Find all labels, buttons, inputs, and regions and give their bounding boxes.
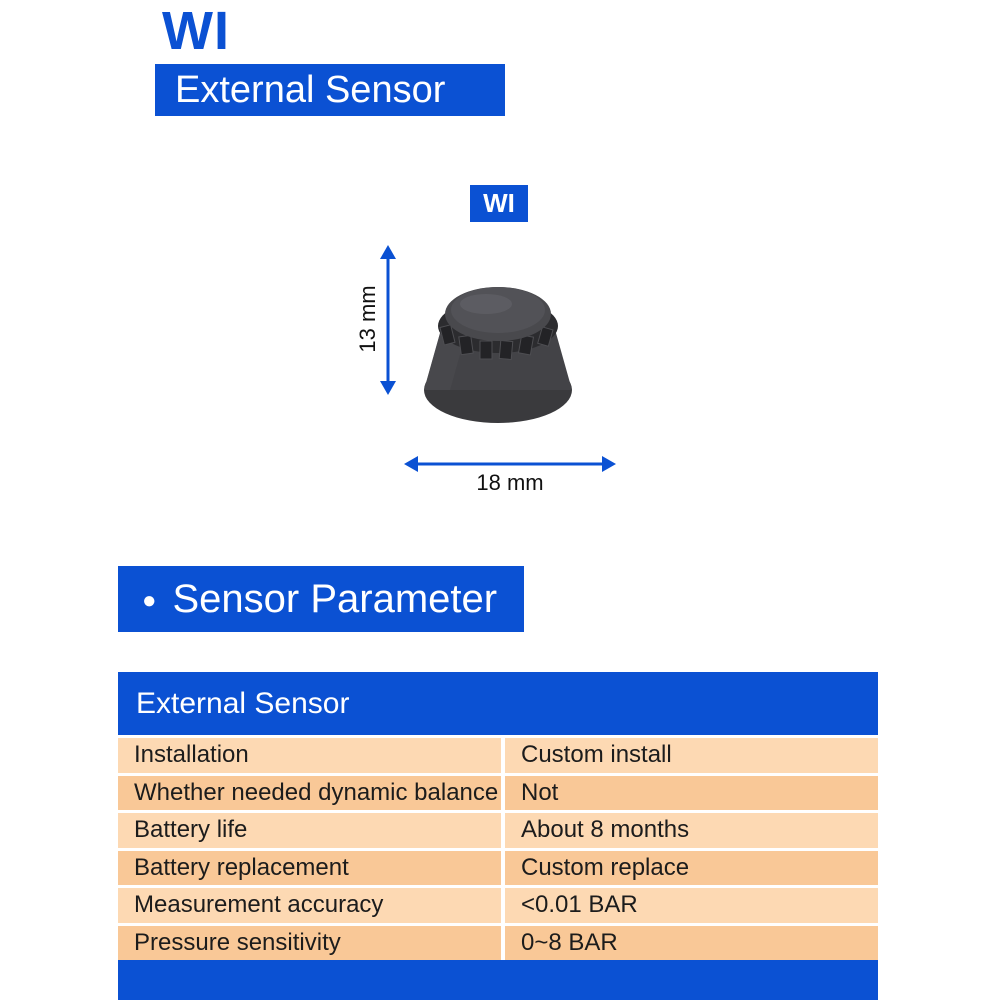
- table-row: Measurement accuracy <0.01 BAR: [118, 885, 878, 923]
- row-value: <0.01 BAR: [521, 891, 638, 919]
- table-header-label: External Sensor: [136, 686, 350, 720]
- spec-table: External Sensor Installation Custom inst…: [118, 672, 878, 1000]
- row-label: Battery replacement: [118, 850, 505, 885]
- table-footer-bar: [118, 960, 878, 1000]
- row-value: 0~8 BAR: [521, 928, 618, 956]
- section-banner: ● Sensor Parameter: [118, 566, 524, 632]
- row-label: Measurement accuracy: [118, 888, 505, 923]
- height-label: 13 mm: [355, 285, 380, 353]
- bullet-icon: ●: [142, 587, 157, 614]
- product-badge: WI: [470, 185, 528, 222]
- width-label: 18 mm: [476, 470, 544, 495]
- brand-logo: WI: [162, 1, 230, 61]
- table-row: Whether needed dynamic balance Not: [118, 772, 878, 810]
- product-badge-label: WI: [483, 188, 515, 218]
- row-value: Custom replace: [521, 853, 690, 881]
- table-row: Pressure sensitivity 0~8 BAR: [118, 922, 878, 960]
- table-row: Battery life About 8 months: [118, 810, 878, 848]
- table-row: Battery replacement Custom replace: [118, 847, 878, 885]
- row-value: Custom install: [521, 741, 672, 769]
- section-title: Sensor Parameter: [172, 576, 498, 621]
- row-label: Battery life: [118, 813, 505, 848]
- row-value: Not: [521, 778, 559, 806]
- table-header: External Sensor: [118, 672, 878, 735]
- row-label: Installation: [118, 738, 505, 773]
- width-arrow-icon: [404, 456, 616, 472]
- row-label: Whether needed dynamic balance: [118, 775, 505, 810]
- banner-label: External Sensor: [175, 68, 446, 111]
- table-body: Installation Custom install Whether need…: [118, 735, 878, 960]
- table-row: Installation Custom install: [118, 735, 878, 773]
- height-arrow-icon: [380, 245, 396, 395]
- row-value: About 8 months: [521, 816, 690, 844]
- row-label: Pressure sensitivity: [118, 925, 505, 960]
- sensor-product-image: [424, 287, 572, 423]
- external-sensor-banner: External Sensor: [155, 64, 505, 116]
